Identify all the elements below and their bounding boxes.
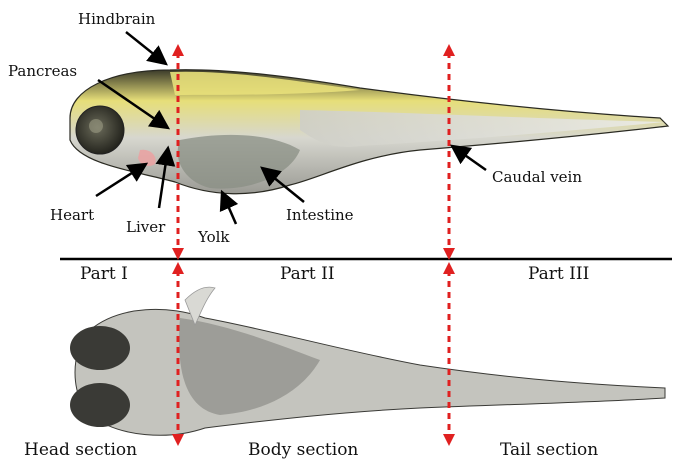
label-intestine: Intestine	[286, 206, 354, 224]
larva-dorsal-view	[70, 287, 665, 435]
label-part-2: Part II	[280, 264, 335, 284]
yolk-arrow	[222, 192, 236, 224]
label-caudal-vein: Caudal vein	[492, 168, 582, 186]
hindbrain-arrow	[126, 32, 166, 64]
label-part-3: Part III	[528, 264, 589, 284]
label-yolk: Yolk	[198, 228, 230, 246]
label-heart: Heart	[50, 206, 94, 224]
label-part-1: Part I	[80, 264, 128, 284]
label-head-section: Head section	[24, 440, 137, 460]
label-tail-section: Tail section	[500, 440, 598, 460]
label-body-section: Body section	[248, 440, 358, 460]
label-hindbrain: Hindbrain	[78, 10, 155, 28]
label-liver: Liver	[126, 218, 165, 236]
caudal-vein-arrow	[452, 146, 486, 170]
label-pancreas: Pancreas	[8, 62, 77, 80]
